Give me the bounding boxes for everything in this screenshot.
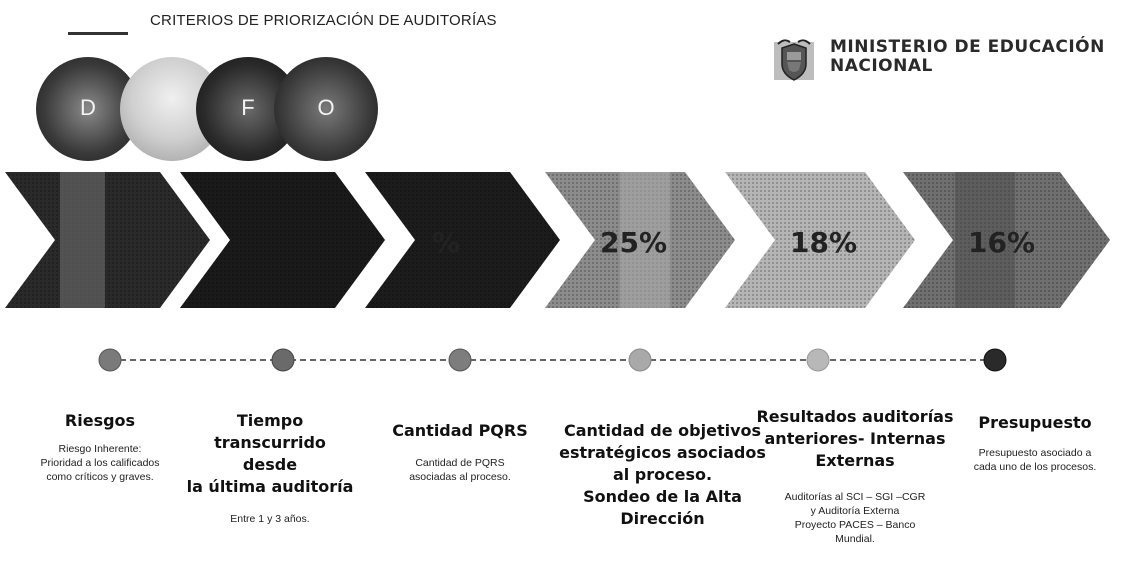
criterion-resultados: Resultados auditorías anteriores- Intern…	[755, 406, 955, 546]
timeline-dot-3	[448, 348, 472, 372]
ministry-name-line1: MINISTERIO DE EDUCACIÓN	[830, 37, 1105, 57]
ministry-logo: MINISTERIO DE EDUCACIÓN NACIONAL	[770, 36, 1110, 86]
coat-of-arms-icon	[774, 39, 814, 81]
criterion-desc: Cantidad de PQRS asociadas al proceso.	[409, 457, 511, 483]
dofa-circle-a: O	[274, 57, 378, 161]
chevron-2	[180, 172, 385, 308]
chevron-4: 25%	[545, 172, 735, 308]
chevron-1	[5, 172, 210, 308]
criterion-pqrs: Cantidad PQRS Cantidad de PQRS asociadas…	[375, 420, 545, 484]
criteria-timeline	[98, 348, 1007, 372]
title-rule	[68, 32, 128, 35]
chevron-6: 16%	[903, 172, 1110, 308]
chevron-5: 18%	[725, 172, 915, 308]
timeline-dot-2	[271, 348, 295, 372]
dofa-letter-d: D	[80, 95, 96, 120]
ministry-name: MINISTERIO DE EDUCACIÓN NACIONAL	[830, 38, 1105, 76]
criterion-desc: Entre 1 y 3 años.	[230, 513, 310, 525]
chevron-6-percent: 16%	[968, 226, 1035, 259]
criterion-desc: Auditorías al SCI – SGI –CGR y Auditoría…	[784, 491, 926, 545]
criterion-title: Riesgos	[64, 411, 136, 430]
chevron-3: %	[365, 172, 560, 308]
timeline-dot-4	[628, 348, 652, 372]
page-title: CRITERIOS DE PRIORIZACIÓN DE AUDITORÍAS	[150, 12, 497, 29]
criterion-title: Resultados auditorías anteriores- Intern…	[756, 407, 954, 470]
chevron-3-percent: %	[432, 226, 460, 259]
dofa-letter-f: F	[241, 95, 255, 120]
chevron-5-percent: 18%	[790, 226, 857, 259]
criterion-riesgos: Riesgos Riesgo Inherente: Prioridad a lo…	[10, 410, 190, 484]
criterion-tiempo: Tiempo transcurrido desde la última audi…	[185, 410, 355, 526]
criterion-title: Tiempo transcurrido desde la última audi…	[186, 411, 354, 496]
timeline-dot-1	[98, 348, 122, 372]
criterion-desc: Riesgo Inherente: Prioridad a los califi…	[40, 443, 160, 483]
ministry-name-line2: NACIONAL	[830, 56, 933, 76]
criterion-title: Cantidad de objetivos estratégicos asoci…	[559, 421, 766, 528]
chevron-process-bar: % 25% 18% 16%	[5, 172, 1110, 308]
timeline-dot-6	[983, 348, 1007, 372]
chevron-4-percent: 25%	[600, 226, 667, 259]
dofa-letter-o: O	[317, 95, 335, 120]
criterion-objetivos: Cantidad de objetivos estratégicos asoci…	[555, 420, 770, 530]
criterion-desc: Presupuesto asociado a cada uno de los p…	[973, 447, 1097, 473]
criterion-title: Presupuesto	[978, 413, 1092, 432]
criterion-title: Cantidad PQRS	[392, 421, 528, 440]
timeline-dot-5	[806, 348, 830, 372]
criterion-presupuesto: Presupuesto Presupuesto asociado a cada …	[955, 412, 1115, 474]
